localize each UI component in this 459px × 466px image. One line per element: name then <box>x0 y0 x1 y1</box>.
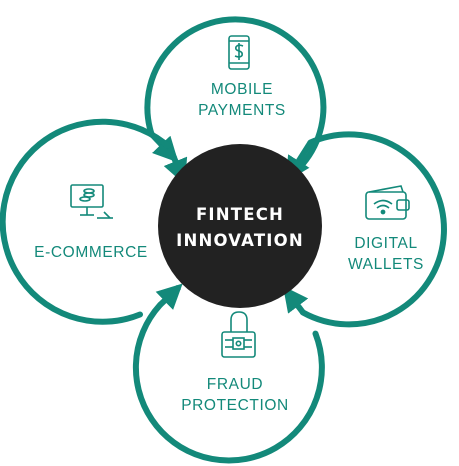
arrow-fraud-protection <box>155 283 183 311</box>
ring-digital-wallets <box>300 131 447 328</box>
center-title-line1: FINTECH <box>196 205 284 224</box>
mobile-dollar-icon <box>228 35 250 70</box>
mobile-payments-label-line1: MOBILE <box>211 81 273 98</box>
mobile-payments-label-line2: PAYMENTS <box>198 102 286 119</box>
ring-mobile-payments <box>144 16 327 167</box>
e-commerce-label: E-COMMERCE <box>34 244 148 261</box>
wallet-wifi-icon <box>365 185 410 220</box>
center-circle <box>158 144 322 308</box>
center-title-line2: INNOVATION <box>176 231 304 250</box>
fraud-protection-label-line2: PROTECTION <box>181 397 289 414</box>
computer-coins-icon <box>70 184 113 219</box>
digital-wallets-label-line1: DIGITAL <box>354 235 417 252</box>
ring-e-commerce <box>0 118 173 325</box>
fraud-protection-label-line1: FRAUD <box>207 376 263 393</box>
padlock-chip-icon <box>221 311 256 358</box>
ring-fraud-protection <box>132 302 325 464</box>
arrow-digital-wallets-lower <box>282 285 309 315</box>
digital-wallets-label-line2: WALLETS <box>348 256 424 273</box>
